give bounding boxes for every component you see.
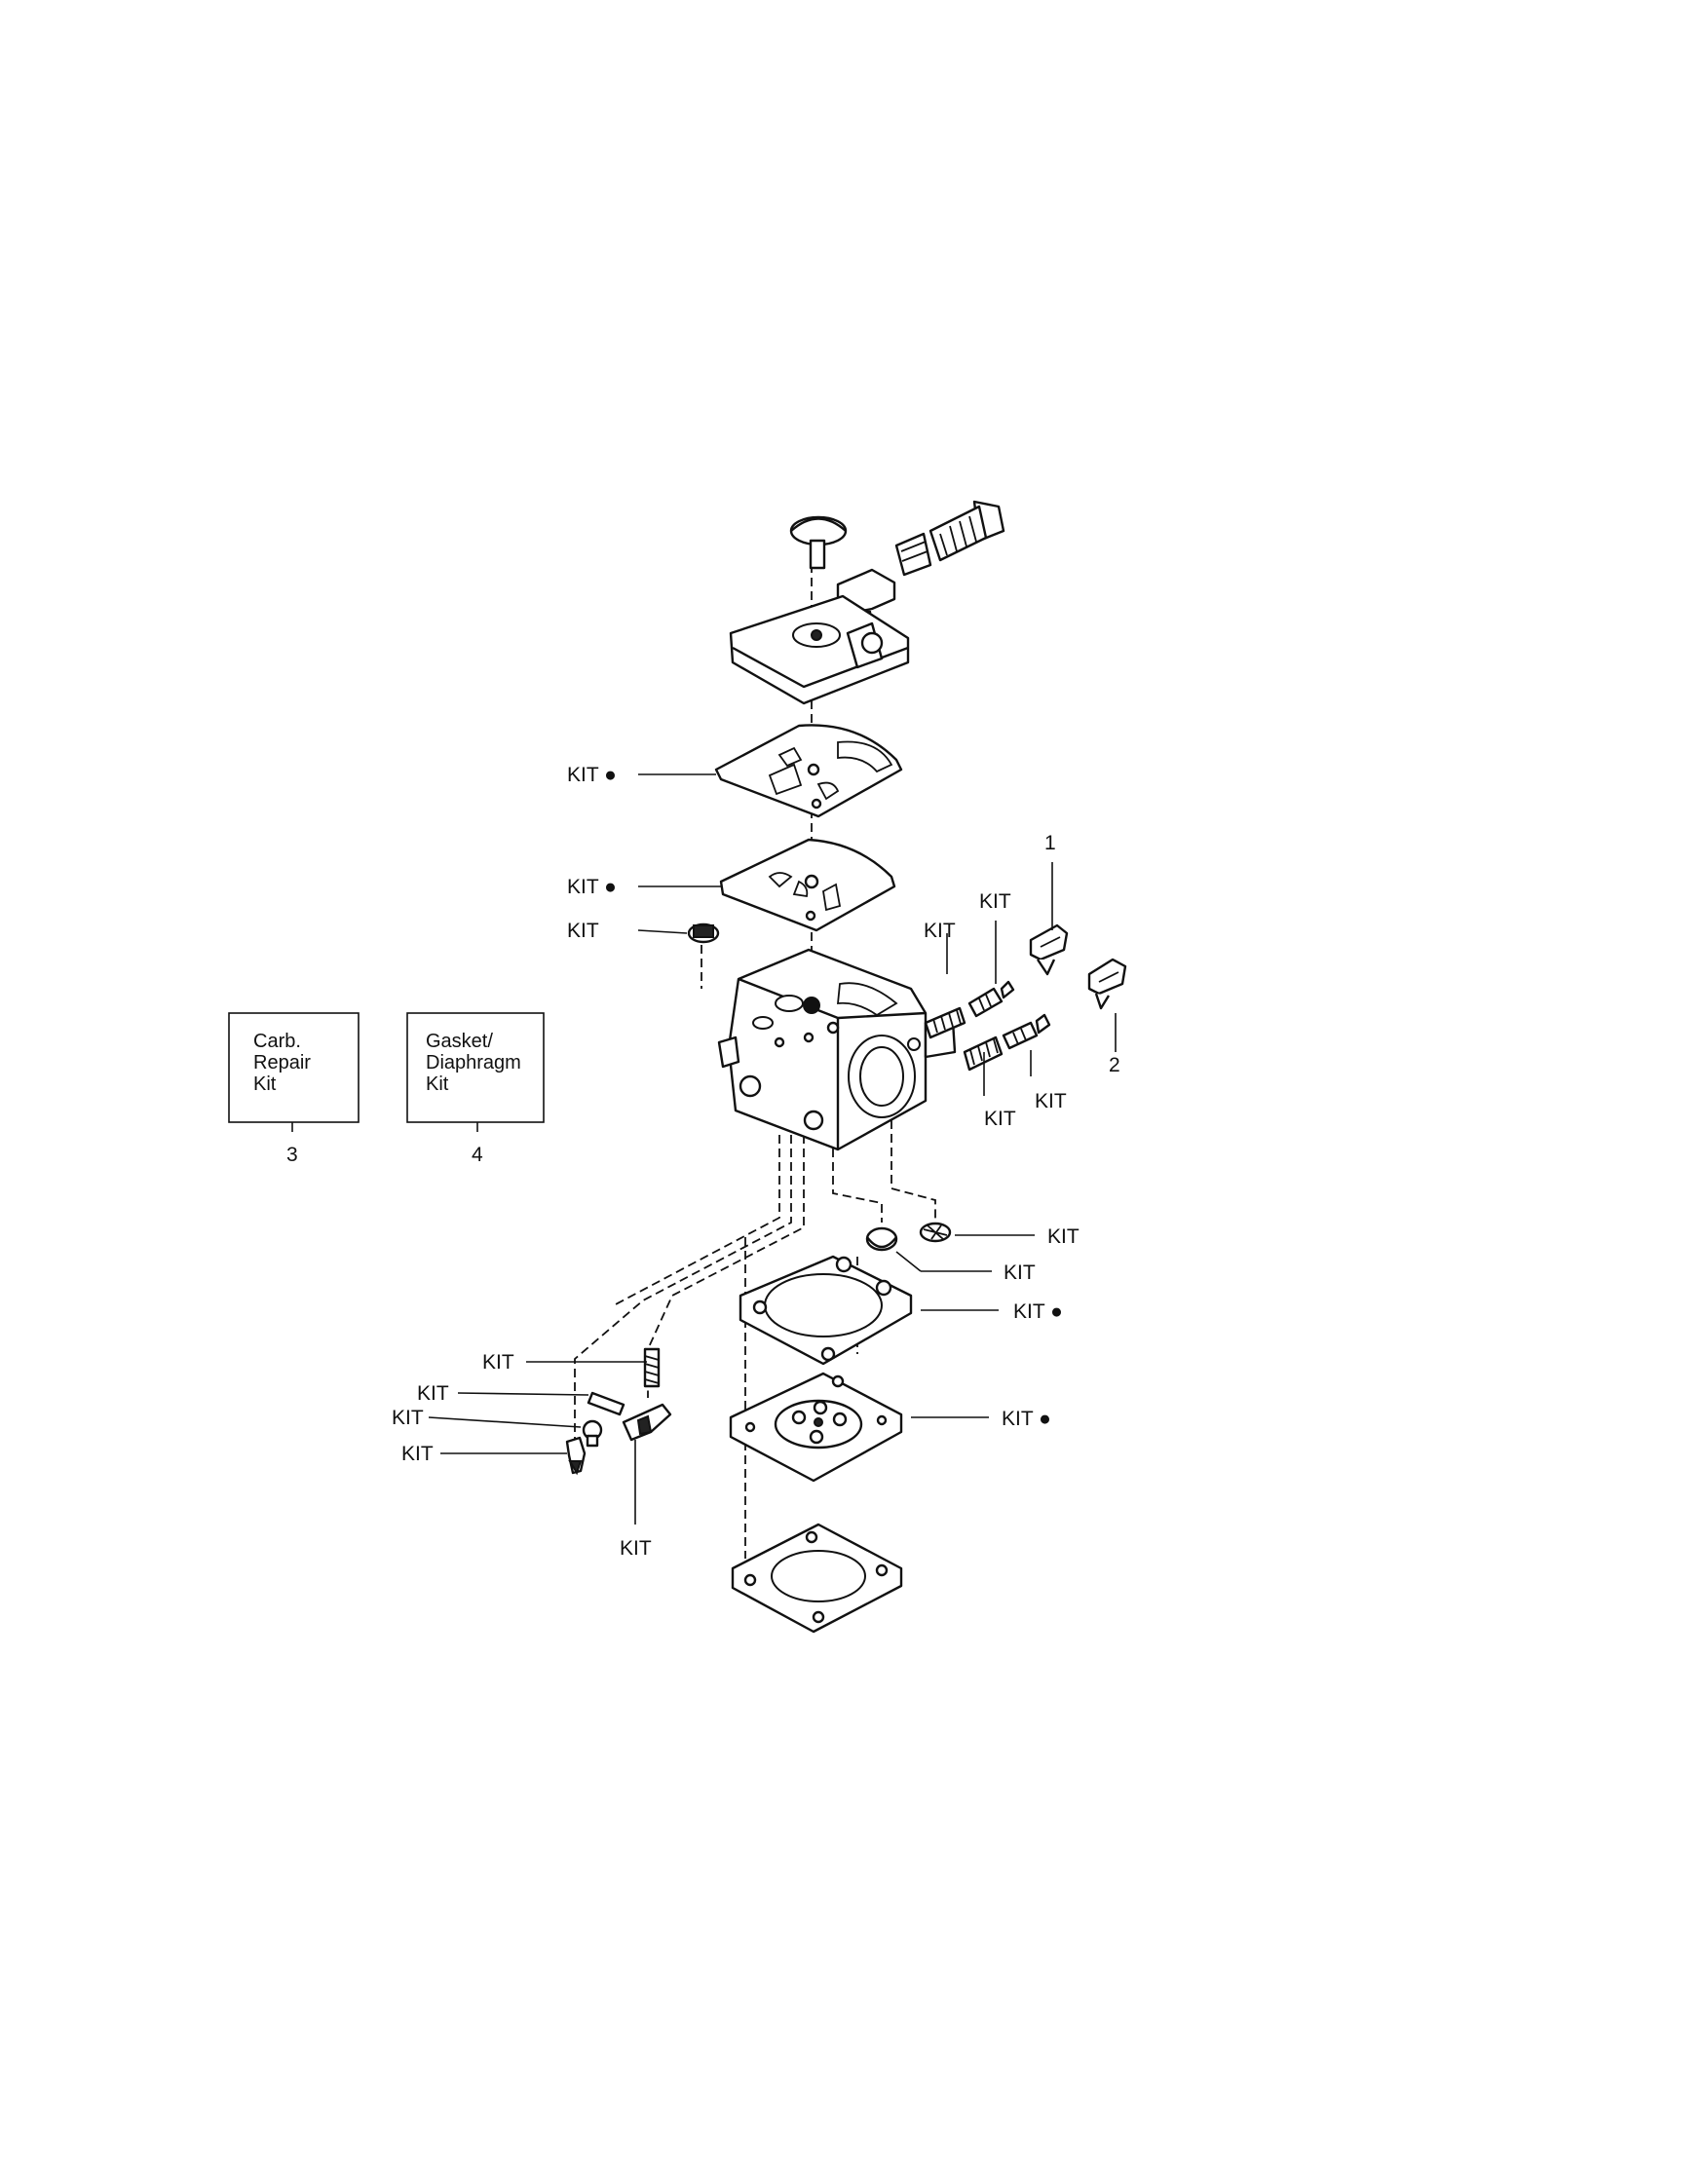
callout-kit-gasket-lower: KIT ● [567, 876, 617, 898]
inlet-check-valve [865, 1226, 898, 1252]
callout-kit-spring-upper: KIT [979, 890, 1011, 913]
spring-upper-right [924, 1006, 966, 1039]
cover-screw [789, 515, 848, 570]
callout-kit-metering-spring: KIT [482, 1351, 514, 1374]
callout-kit-pump-diaphragm: KIT ● [1002, 1408, 1051, 1430]
callout-kit-screen: KIT [1047, 1225, 1080, 1248]
needle-upper-right [967, 980, 1015, 1018]
needle-path-2 [647, 1135, 805, 1398]
metering-lever [622, 1403, 672, 1442]
callout-kit-needle-upper: KIT [924, 920, 956, 942]
callout-kit-spring-lower: KIT [984, 1108, 1016, 1130]
callout-number-3: 3 [286, 1144, 298, 1166]
needle-path-3 [613, 1135, 780, 1306]
inlet-screen [919, 1222, 952, 1243]
check-valve-path [832, 1135, 883, 1223]
limiter-cap-2 [1087, 958, 1127, 1010]
lever-pin [587, 1391, 625, 1416]
pump-gasket [739, 1255, 913, 1366]
pump-cover [731, 1523, 903, 1634]
callout-kit-lever-pin: KIT [417, 1382, 449, 1405]
leader-lines [291, 773, 1117, 1525]
kit-box-1-line-1: Carb. [253, 1031, 301, 1052]
metering-cover [729, 594, 910, 705]
gasket-lower [719, 838, 896, 932]
gasket-upper [714, 724, 903, 818]
callout-kit-check-valve: KIT [1004, 1261, 1036, 1284]
callout-kit-metering-lever: KIT [620, 1537, 652, 1560]
callout-kit-gasket-upper: KIT ● [567, 764, 617, 786]
needle-path-1 [574, 1135, 792, 1466]
callout-kit-needle-lower: KIT [1035, 1090, 1067, 1112]
kit-box-1-line-2: Repair [253, 1052, 311, 1073]
needle-lower-right [1002, 1013, 1051, 1050]
kit-box-2-line-3: Kit [426, 1073, 449, 1095]
screen-path [890, 1120, 936, 1223]
kit-box-2-line-2: Diaphragm [426, 1052, 521, 1073]
inlet-needle [565, 1436, 587, 1476]
callout-number-2: 2 [1109, 1054, 1120, 1076]
lever-screw [582, 1419, 603, 1448]
check-valve-cap [687, 923, 720, 944]
pump-diaphragm [729, 1372, 903, 1483]
callout-number-1: 1 [1044, 832, 1056, 854]
carb-repair-kit-box: Carb. Repair Kit [228, 1012, 360, 1123]
idle-adjust-screw [894, 500, 1005, 577]
callout-number-4: 4 [472, 1144, 483, 1166]
callout-kit-check-cap: KIT [567, 920, 599, 942]
carburetor-body [717, 948, 957, 1151]
gasket-diaphragm-kit-box: Gasket/ Diaphragm Kit [406, 1012, 545, 1123]
kit-box-2-line-1: Gasket/ [426, 1031, 493, 1052]
callout-kit-pump-gasket: KIT ● [1013, 1300, 1063, 1323]
callout-kit-inlet-needle: KIT [401, 1443, 434, 1465]
limiter-cap-1 [1029, 923, 1069, 976]
metering-spring [643, 1347, 661, 1388]
callout-kit-lever-screw: KIT [392, 1407, 424, 1429]
kit-box-1-line-3: Kit [253, 1073, 277, 1095]
spring-lower-right [963, 1036, 1004, 1072]
